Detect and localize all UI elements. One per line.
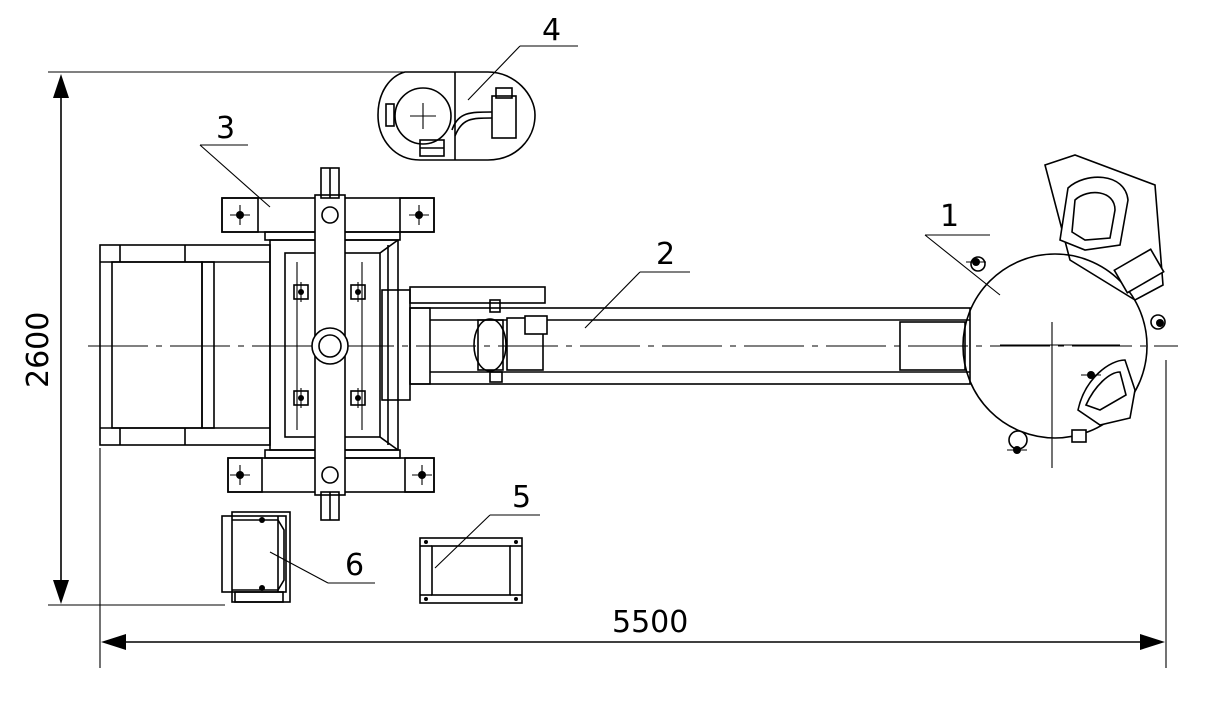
width-dimension-text: 5500 <box>612 605 688 640</box>
item-1-head <box>962 154 1166 468</box>
height-dimension-text: 2600 <box>21 312 56 388</box>
item-3-stand <box>99 167 435 521</box>
label-3: 3 <box>216 111 235 146</box>
label-6: 6 <box>345 548 364 583</box>
callouts <box>199 45 1001 584</box>
label-1: 1 <box>940 199 959 234</box>
label-2: 2 <box>656 237 675 272</box>
item-2-boom <box>381 286 971 401</box>
item-6-cabinet <box>221 511 291 603</box>
height-dimension: 2600 <box>21 71 410 606</box>
width-dimension: 5500 <box>99 360 1167 668</box>
item-5-platform <box>419 537 523 604</box>
item-4-unit <box>377 71 536 161</box>
label-4: 4 <box>542 13 561 48</box>
label-5: 5 <box>512 480 531 515</box>
